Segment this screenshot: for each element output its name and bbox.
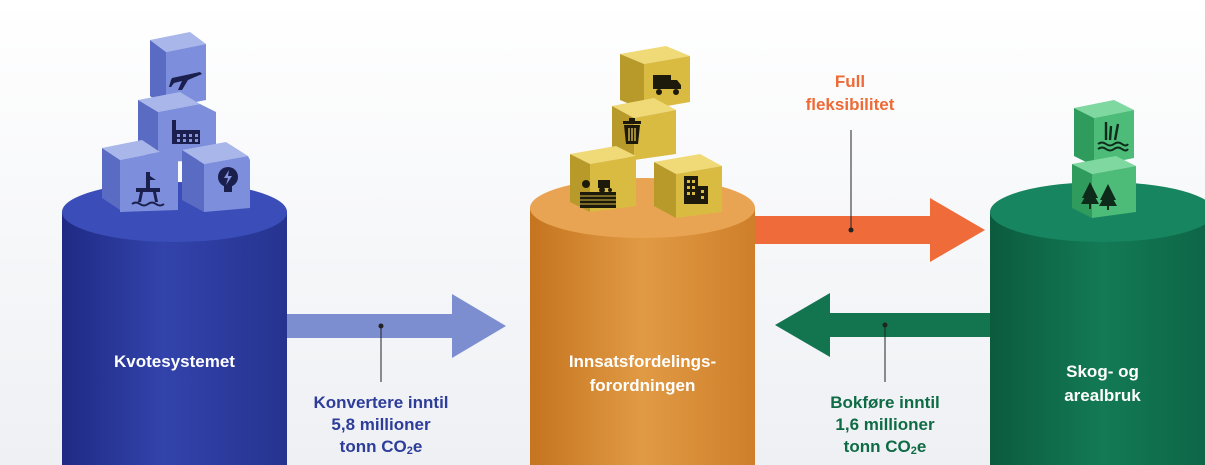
- book-text: Bokføre inntil 1,6 millioner tonn CO2e: [830, 393, 940, 457]
- truck-icon: [653, 75, 681, 95]
- airplane-icon: [169, 72, 202, 90]
- cube-forest: [1072, 156, 1136, 218]
- cube-oil-platform: [102, 140, 178, 212]
- cube-power: [182, 142, 250, 212]
- convert-arrow: [282, 294, 506, 382]
- farm-tractor-icon: [580, 180, 616, 208]
- cube-farm: [570, 146, 636, 212]
- building-icon: [684, 176, 708, 204]
- label-skog-arealbruk: Skog- og arealbruk: [1064, 362, 1141, 405]
- flexibility-arrow: [745, 130, 985, 262]
- oil-platform-icon: [131, 172, 165, 207]
- factory-icon: [172, 120, 200, 144]
- cylinder-kvotesystemet: [62, 182, 287, 465]
- wetland-icon: [1097, 122, 1129, 152]
- power-icon: [218, 167, 238, 192]
- book-arrow: [775, 293, 1000, 382]
- cylinder-skog-arealbruk: [990, 182, 1205, 465]
- convert-text: Konvertere inntil 5,8 millioner tonn CO2…: [313, 393, 449, 457]
- cube-building: [654, 154, 722, 218]
- cube-truck: [620, 46, 690, 110]
- flexibility-text: Full fleksibilitet: [805, 72, 895, 114]
- cylinder-innsatsfordeling: [530, 178, 755, 465]
- label-innsatsfordeling: Innsatsfordelings- forordningen: [568, 352, 717, 395]
- cube-wetland: [1074, 100, 1134, 166]
- forest-icon: [1081, 182, 1117, 210]
- cube-airplane: [150, 32, 206, 108]
- trash-bin-icon: [623, 118, 641, 144]
- cube-trash: [612, 98, 676, 160]
- label-kvotesystemet: Kvotesystemet: [114, 352, 235, 371]
